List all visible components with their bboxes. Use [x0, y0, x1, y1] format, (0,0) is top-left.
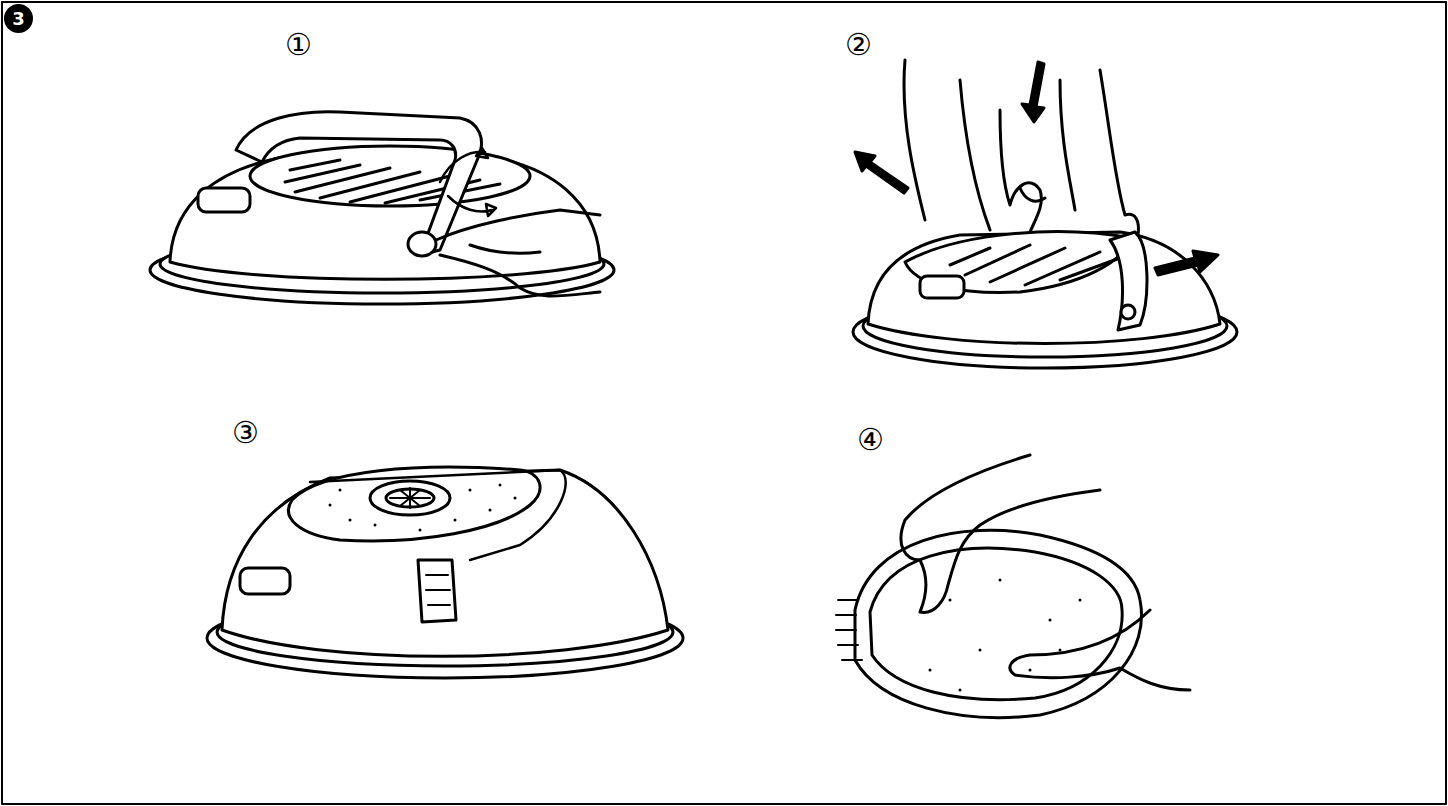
callout-number: ② [845, 30, 872, 60]
callout-number: ④ [857, 425, 884, 455]
lid-figure-2 [853, 60, 1237, 368]
step-badge: 3 [4, 4, 33, 33]
lid-figure-3 [207, 467, 683, 678]
lid-figure-1 [150, 112, 614, 304]
callout-number: ① [285, 30, 312, 60]
step-number: 3 [12, 8, 25, 29]
callout-number: ③ [232, 418, 259, 448]
filter-figure-4 [836, 455, 1190, 718]
